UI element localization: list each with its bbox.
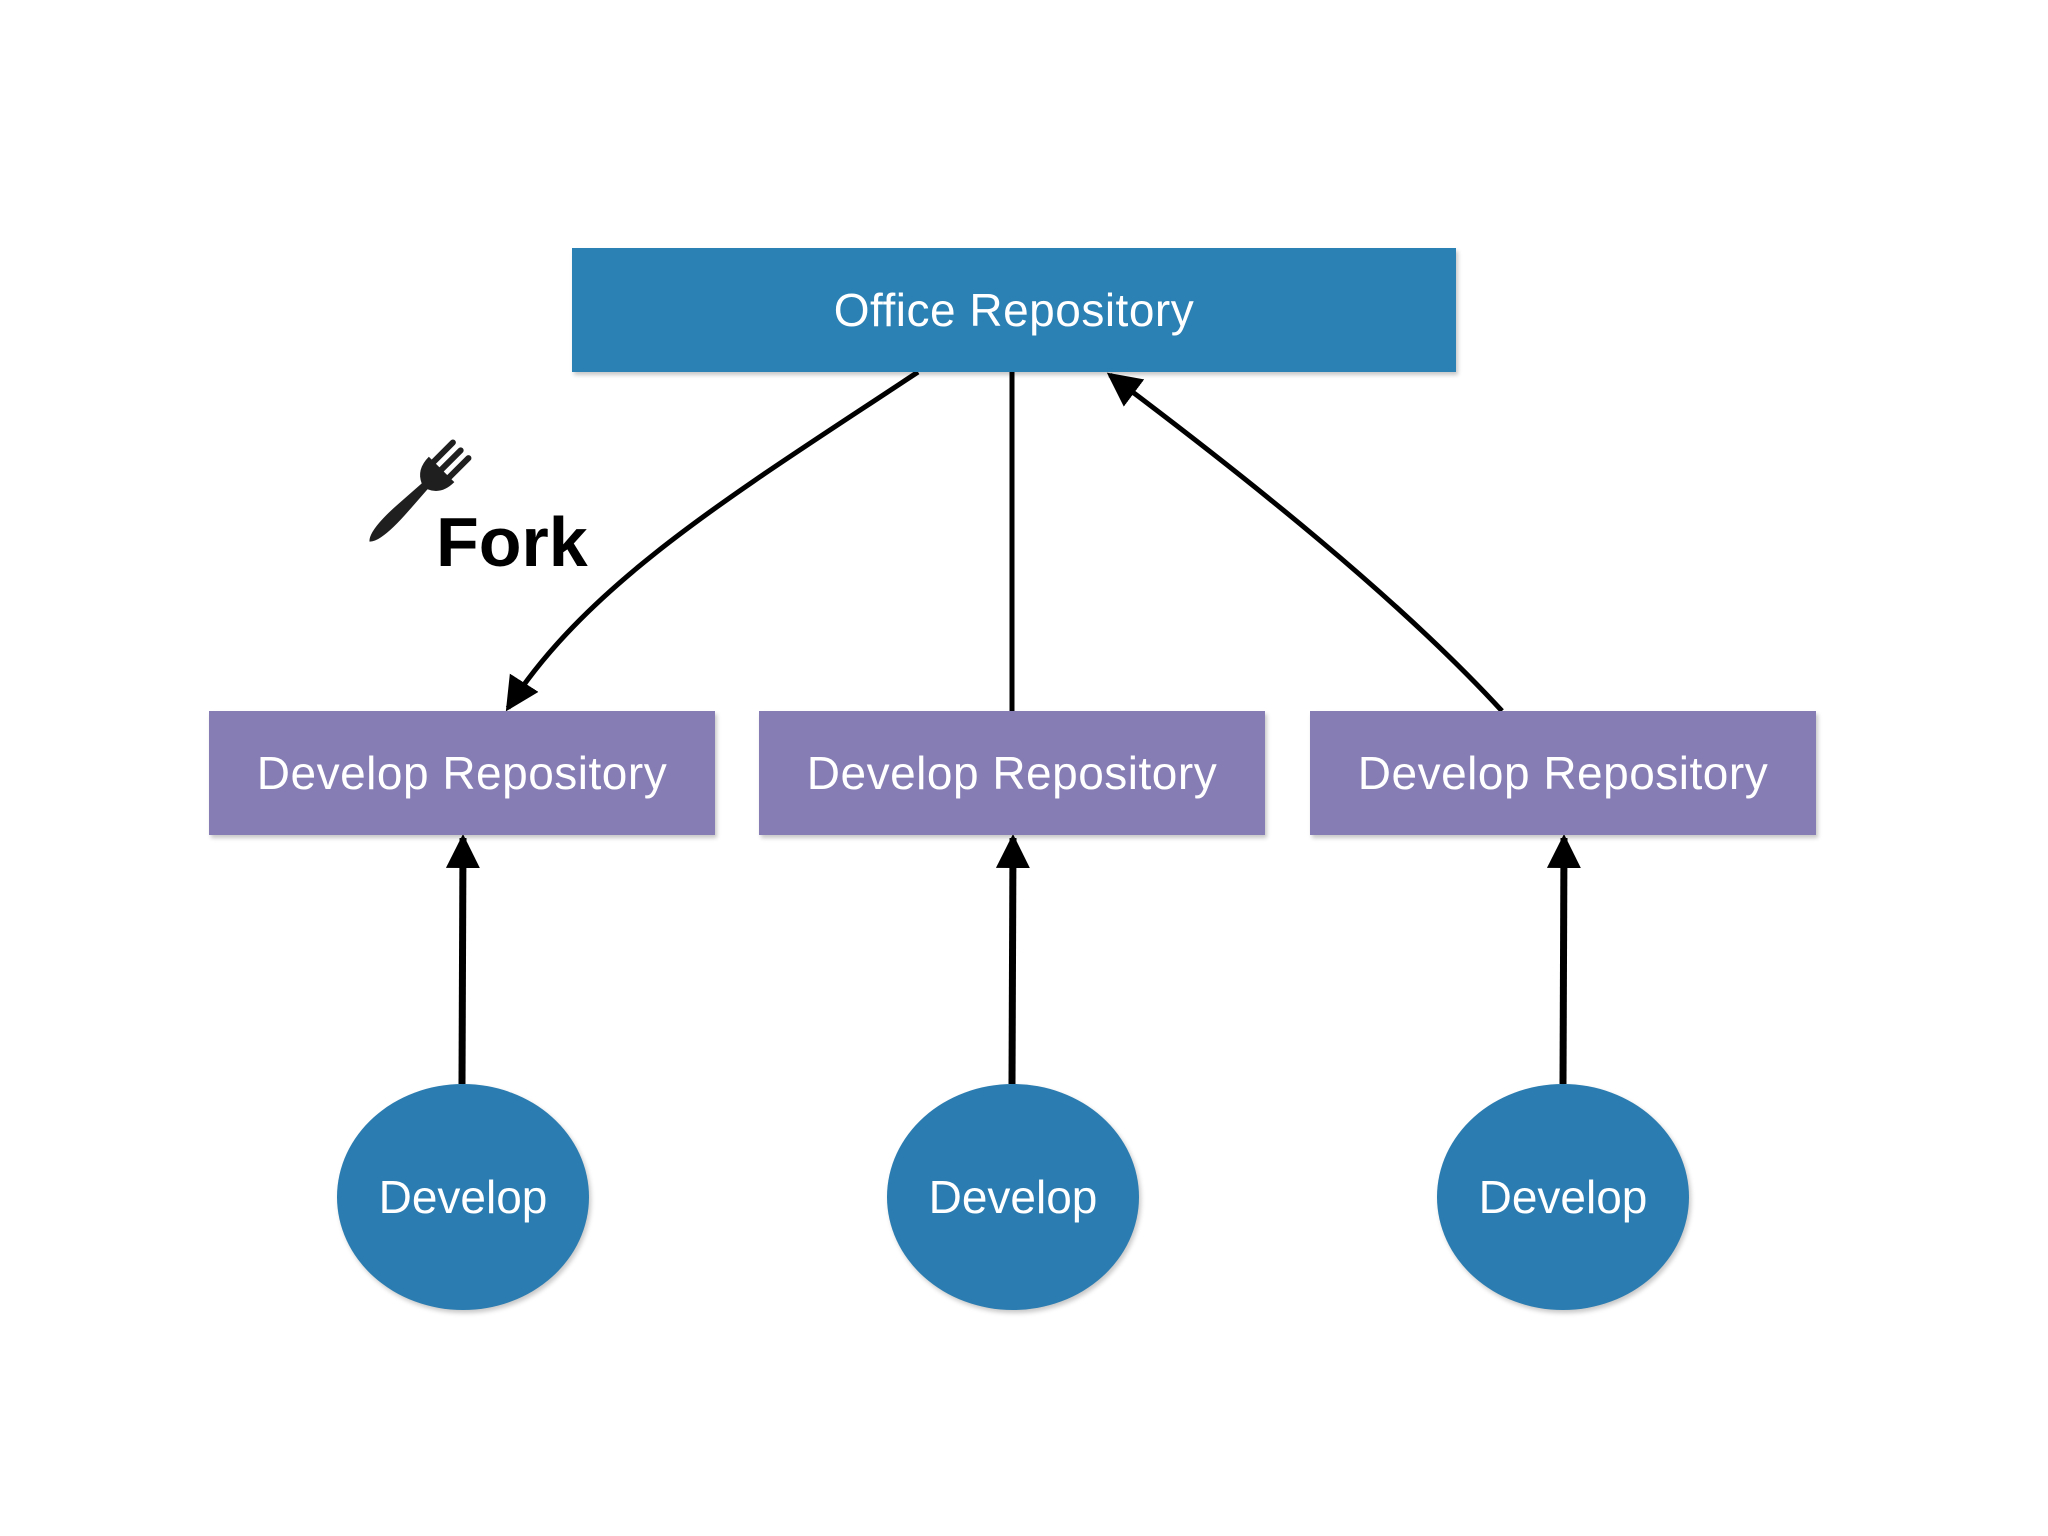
office-repository-label: Office Repository bbox=[833, 284, 1195, 336]
arrow-node-1-to-repo-1 bbox=[445, 834, 480, 1085]
office-repository-box[interactable]: Office Repository bbox=[572, 248, 1456, 372]
develop-node-label: Develop bbox=[378, 1171, 548, 1223]
develop-repository-box-3[interactable]: Develop Repository bbox=[1310, 711, 1816, 835]
develop-repository-box-1[interactable]: Develop Repository bbox=[209, 711, 715, 835]
develop-repository-label: Develop Repository bbox=[1357, 747, 1769, 799]
develop-node-label: Develop bbox=[1478, 1171, 1648, 1223]
develop-node-3[interactable]: Develop bbox=[1437, 1084, 1689, 1310]
develop-repository-label: Develop Repository bbox=[256, 747, 668, 799]
arrow-node-2-to-repo-2 bbox=[995, 834, 1030, 1085]
develop-node-2[interactable]: Develop bbox=[887, 1084, 1139, 1310]
arrow-node-3-to-repo-3 bbox=[1546, 834, 1581, 1085]
develop-node-1[interactable]: Develop bbox=[337, 1084, 589, 1310]
fork-icon bbox=[369, 439, 472, 542]
fork-label: Fork bbox=[436, 503, 588, 581]
develop-repository-box-2[interactable]: Develop Repository bbox=[759, 711, 1265, 835]
develop-node-label: Develop bbox=[928, 1171, 1098, 1223]
fork-arrow-office-to-repo-1 bbox=[505, 369, 920, 712]
arrow-repo-3-to-office bbox=[1106, 372, 1504, 713]
develop-repository-label: Develop Repository bbox=[806, 747, 1218, 799]
